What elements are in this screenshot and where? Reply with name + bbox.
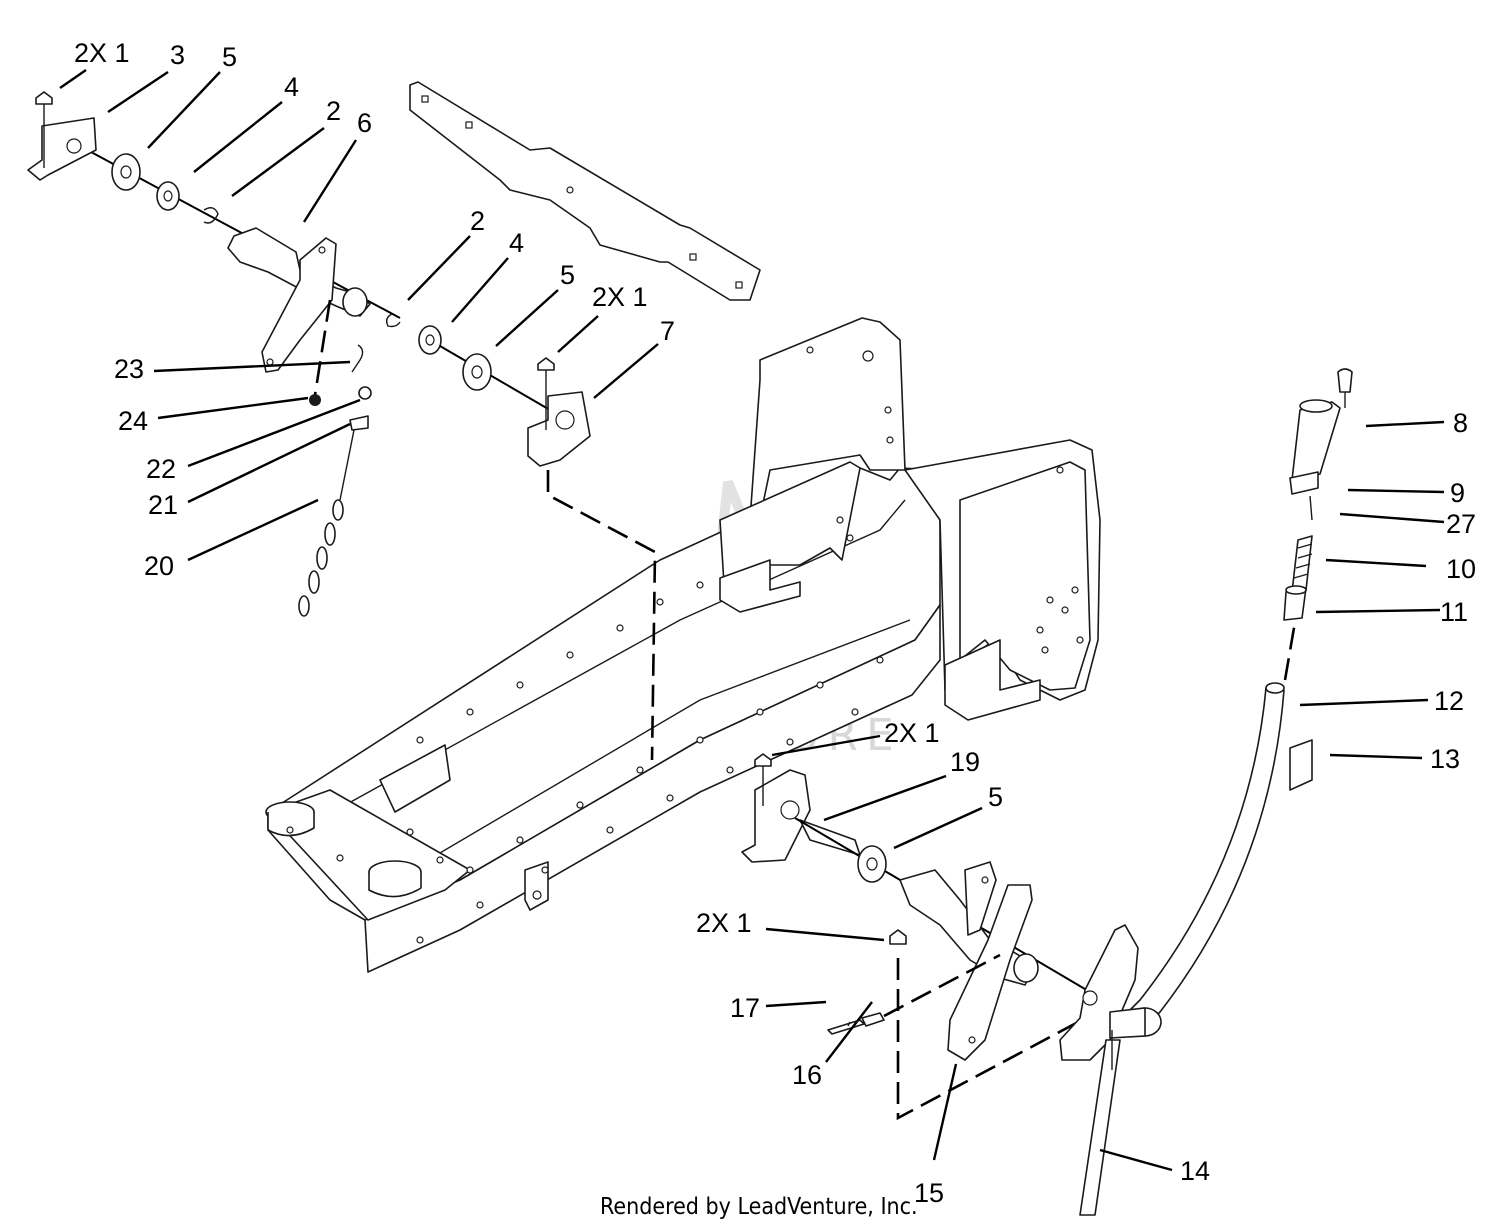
callout-7: 7	[660, 316, 675, 346]
callout-16: 16	[792, 1060, 822, 1090]
callout-2x1: 2X 1	[592, 282, 648, 312]
callout-8: 8	[1453, 408, 1468, 438]
callout-2: 2	[326, 96, 341, 126]
callout-11: 11	[1440, 597, 1468, 627]
callout-labels: 2X 1 3 5 4 2 6 2 4 5 2X 1 7 23 24 22 21 …	[74, 38, 1476, 1208]
callout-2x1: 2X 1	[884, 718, 940, 748]
callout-14: 14	[1180, 1156, 1210, 1186]
callout-23: 23	[114, 354, 144, 384]
main-frame	[265, 317, 1101, 973]
callout-2: 2	[470, 206, 485, 236]
frame-holes	[286, 346, 1084, 944]
callout-4: 4	[509, 228, 524, 258]
upper-pedal-assembly	[27, 91, 657, 761]
leader-lines	[59, 69, 1445, 1172]
callout-5: 5	[988, 782, 1003, 812]
callout-17: 17	[730, 993, 760, 1023]
callout-2x1: 2X 1	[696, 908, 752, 938]
callout-5: 5	[560, 260, 575, 290]
callout-5: 5	[222, 42, 237, 72]
callout-3: 3	[170, 40, 185, 70]
chain	[298, 499, 344, 617]
upper-bar	[409, 81, 761, 301]
callout-2x1: 2X 1	[74, 38, 130, 68]
callout-4: 4	[284, 72, 299, 102]
callout-20: 20	[144, 551, 174, 581]
render-credit: Rendered by LeadVenture, Inc.	[600, 1194, 918, 1220]
callout-27: 27	[1446, 509, 1476, 539]
callout-15: 15	[914, 1178, 944, 1208]
callout-9: 9	[1450, 478, 1465, 508]
callout-19: 19	[950, 747, 980, 777]
callout-10: 10	[1446, 554, 1476, 584]
callout-24: 24	[118, 406, 148, 436]
callout-21: 21	[148, 490, 178, 520]
lower-pedal-assembly	[741, 368, 1353, 1216]
callout-22: 22	[146, 454, 176, 484]
callout-12: 12	[1434, 686, 1464, 716]
callout-13: 13	[1430, 744, 1460, 774]
callout-6: 6	[357, 108, 372, 138]
